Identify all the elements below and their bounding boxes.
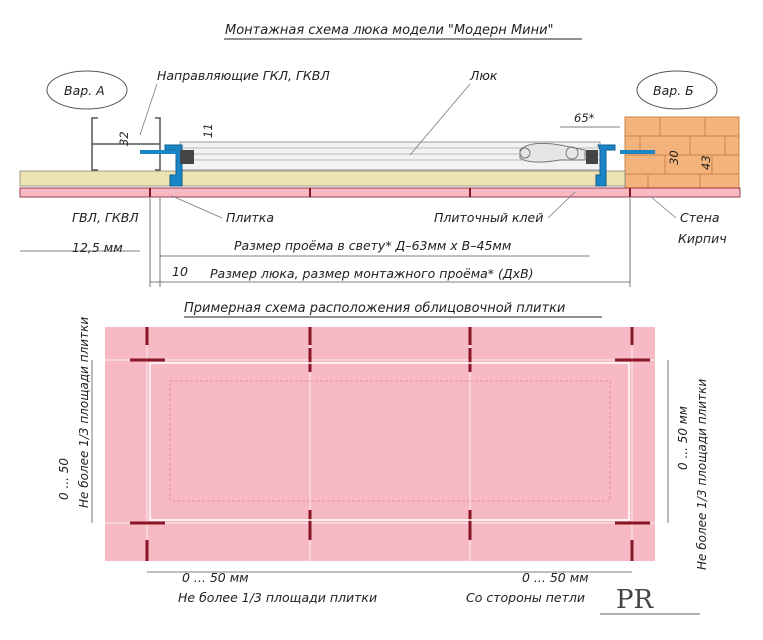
hatch-body <box>140 141 655 187</box>
dim-43: 43 <box>699 155 713 170</box>
guide-profile <box>91 117 161 171</box>
right-note: Не более 1/3 площади плитки <box>695 379 709 570</box>
main-title: Монтажная схема люка модели "Модерн Мини… <box>225 23 554 38</box>
bottom-right-range: 0 ... 50 мм <box>522 570 589 585</box>
dim-10: 10 <box>172 264 188 279</box>
hatch-size: Размер люка, размер монтажного проёма* (… <box>210 266 534 281</box>
bottom-left-note: Не более 1/3 площади плитки <box>178 590 377 605</box>
tile-leader <box>171 195 223 219</box>
var-a-bubble <box>46 70 128 110</box>
tile-label: Плитка <box>226 210 274 225</box>
right-range: 0 ... 50 мм <box>676 406 690 470</box>
guides-leader <box>139 83 158 136</box>
var-b-label: Вар. Б <box>653 83 694 98</box>
gvl-label: ГВЛ, ГКВЛ <box>72 210 139 225</box>
dim-32: 32 <box>117 131 131 146</box>
tile-layout-title: Примерная схема расположения облицовочно… <box>184 301 565 316</box>
guides-label: Направляющие ГКЛ, ГКВЛ <box>157 68 330 83</box>
left-range: 0 ... 50 <box>57 458 71 500</box>
hatch-label: Люк <box>469 68 498 83</box>
dim-65: 65* <box>574 111 595 125</box>
left-note: Не более 1/3 площади плитки <box>77 317 91 508</box>
logo-text: PR <box>616 585 654 615</box>
opening-size: Размер проёма в свету* Д–63мм х В–45мм <box>234 238 511 253</box>
var-a-label: Вар. А <box>64 83 105 98</box>
gvl-sheet <box>19 170 626 187</box>
dim-30: 30 <box>667 150 681 165</box>
dim-11: 11 <box>201 123 215 138</box>
pr-logo: PR <box>600 585 700 615</box>
brick-label: Кирпич <box>678 231 727 246</box>
wall-label: Стена <box>680 210 720 225</box>
glue-leader <box>547 191 576 219</box>
tile-layout <box>105 327 655 561</box>
hatch-leader <box>409 83 471 156</box>
brick-wall <box>624 116 740 194</box>
glue-label: Плиточный клей <box>434 210 543 225</box>
bottom-right-note: Со стороны петли <box>466 590 585 605</box>
tile-row <box>19 187 741 198</box>
thickness-label: 12,5 мм <box>72 240 123 255</box>
bottom-left-range: 0 ... 50 мм <box>182 570 249 585</box>
wall-leader <box>649 195 677 219</box>
var-b-bubble <box>636 70 718 110</box>
